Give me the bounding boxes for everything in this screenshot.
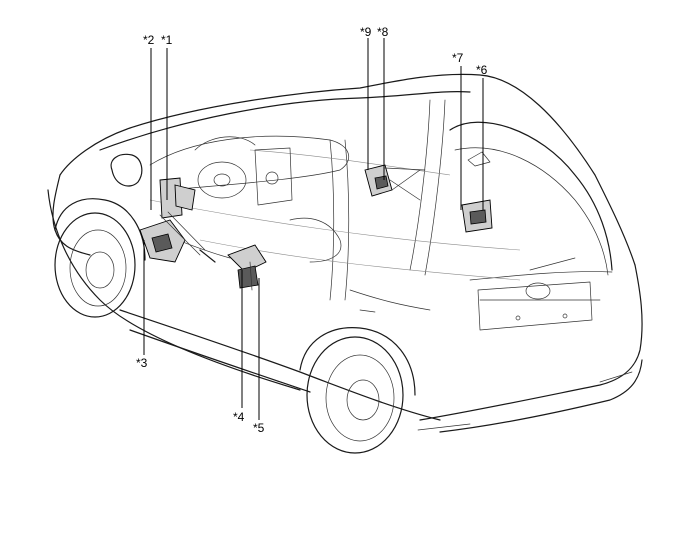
callout-label-c3: *3	[136, 356, 148, 370]
callout-label-c9: *9	[360, 25, 372, 39]
callout-label-c8: *8	[377, 25, 389, 39]
parts	[139, 151, 493, 291]
callout-label-c7: *7	[452, 51, 464, 65]
part-rear-door-assembly	[364, 164, 426, 201]
part-center-console-unit	[227, 244, 267, 291]
callout-label-c2: *2	[143, 33, 155, 47]
callout-labels: *1 *2 *3 *4 *5 *6 *7 *8 *9	[136, 25, 488, 435]
car-body	[47, 73, 643, 454]
callout-label-c1: *1	[161, 33, 173, 47]
callout-label-c5: *5	[253, 421, 265, 435]
part-rear-quarter-assembly	[461, 151, 493, 233]
rear-wheel	[299, 327, 416, 454]
part-front-door-assembly	[139, 177, 216, 263]
callout-label-c4: *4	[233, 410, 245, 424]
leader-lines	[143, 38, 484, 420]
callout-label-c6: *6	[476, 63, 488, 77]
front-wheel	[54, 198, 146, 318]
